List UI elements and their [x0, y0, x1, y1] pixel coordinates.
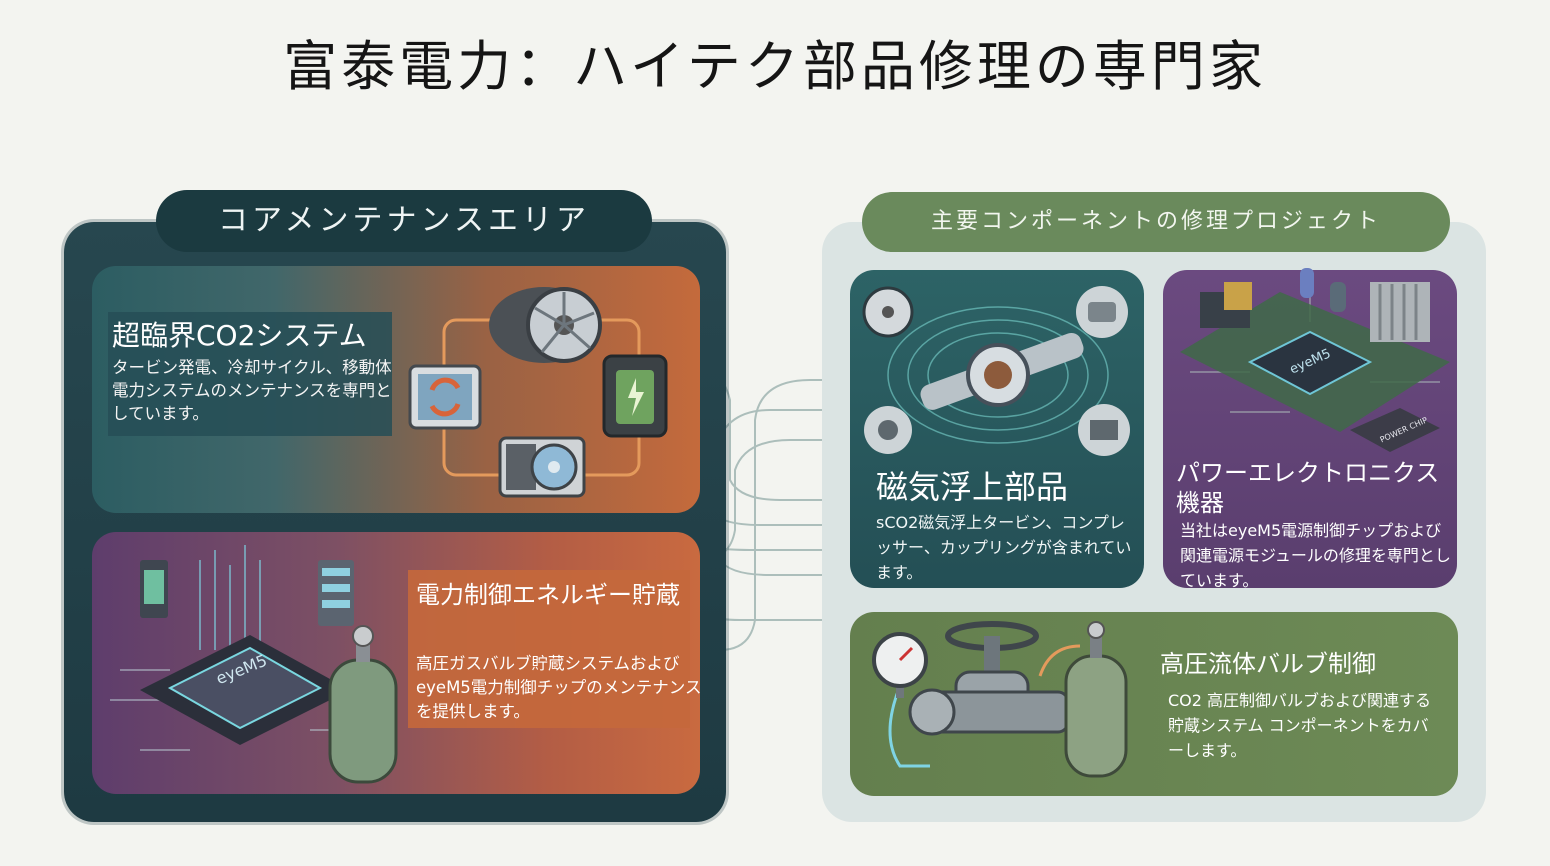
co2-description: タービン発電、冷却サイクル、移動体電力システムのメンテナンスを専門としています。	[112, 358, 392, 423]
pressure-gauge-icon	[872, 632, 928, 698]
power-description: 高圧ガスバルブ貯蔵システムおよびeyeM5電力制御チップのメンテナンスを提供しま…	[416, 654, 702, 721]
power-electronics-illustration: eyeM5 POWER CHIP	[1180, 268, 1450, 452]
heat-exchanger-icon	[408, 364, 482, 430]
eyem5-chip-icon: eyeM5	[1247, 330, 1373, 396]
co2-text-backdrop	[108, 312, 392, 436]
maglev-heading: 磁気浮上部品	[876, 468, 1069, 506]
power-text-backdrop	[408, 570, 690, 728]
co2-heading: 超臨界CO2システム	[112, 319, 367, 352]
co2-cycle-illustration	[408, 287, 668, 498]
bearing-icon	[864, 406, 912, 454]
fan-icon	[862, 286, 914, 338]
motor-icon	[1076, 286, 1128, 338]
battery-icon	[602, 354, 668, 438]
valve-illustration	[872, 621, 1128, 778]
page-title: 富泰電力：ハイテク部品修理の専門家	[283, 35, 1267, 98]
eyem5-chip-icon: eyeM5	[140, 635, 350, 745]
power-electronics-description: 当社はeyeM5電源制御チップおよび関連電源モジュールの修理を専門としています。	[1180, 521, 1451, 590]
repair-projects-tab: 主要コンポーネントの修理プロジェクト	[862, 192, 1450, 252]
maglev-illustration	[862, 286, 1130, 456]
power-electronics-heading: パワーエレクトロニクス機器	[1176, 459, 1440, 517]
maglev-description: sCO2磁気浮上タービン、コンプレッサー、カップリングが含まれています。	[876, 513, 1132, 582]
server-icon	[318, 560, 354, 626]
core-maintenance-tab: コアメンテナンスエリア	[156, 190, 652, 252]
valve-heading: 高圧流体バルブ制御	[1160, 650, 1376, 678]
gas-cylinder-icon	[1064, 621, 1128, 778]
fan-unit-icon	[498, 436, 586, 498]
valve-icon	[908, 621, 1070, 736]
valve-description: CO2 高圧制御バルブおよび関連する貯蔵システム コンポーネントをカバーします。	[1168, 691, 1432, 760]
capacitor-icon	[1300, 268, 1346, 312]
heatsink-icon	[1370, 282, 1430, 342]
turbine-icon	[489, 287, 602, 363]
gas-cylinder-icon	[328, 625, 398, 784]
device-icon	[140, 560, 168, 618]
power-heading: 電力制御エネルギー貯蔵	[416, 581, 680, 609]
module-icon	[1200, 282, 1252, 328]
power-control-illustration: eyeM5	[110, 545, 398, 784]
shaft-icon	[920, 332, 1084, 410]
coupling-icon	[1078, 404, 1130, 456]
